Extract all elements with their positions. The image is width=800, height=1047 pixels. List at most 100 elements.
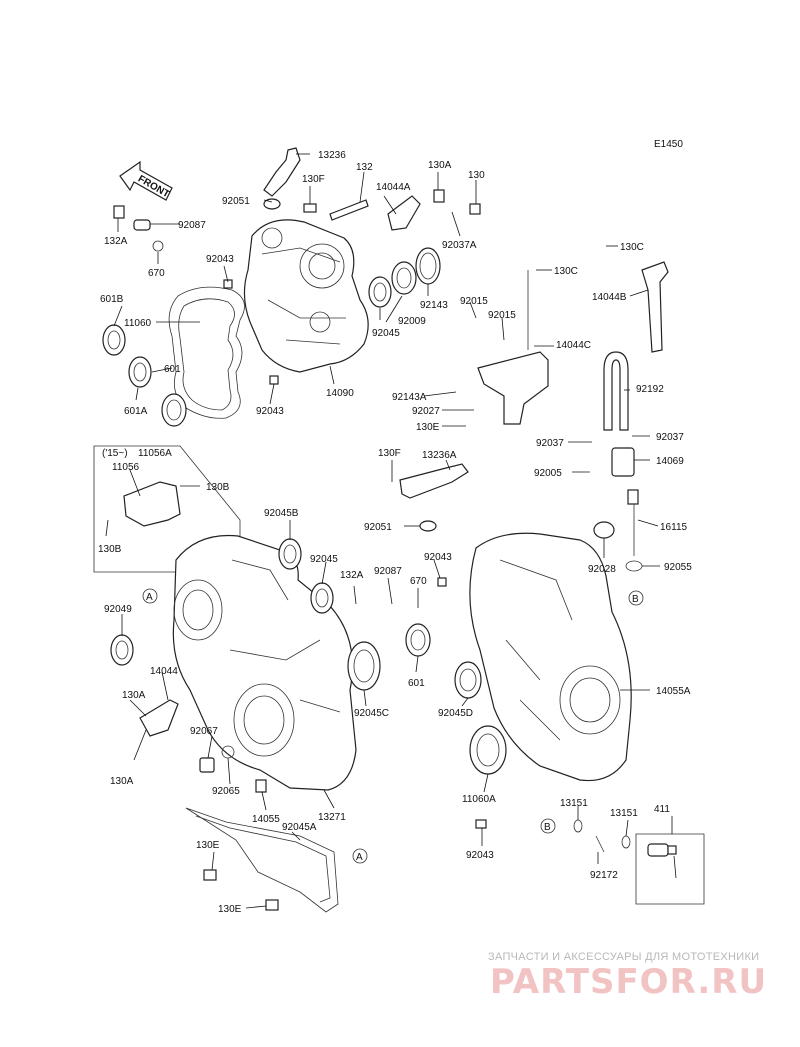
label-14044C: 14044C bbox=[556, 340, 591, 351]
label-130E-a: 130E bbox=[196, 840, 220, 851]
bearing-92045-shape bbox=[368, 276, 392, 308]
label-130D: 14055 bbox=[252, 814, 280, 825]
lever-13236A-shape bbox=[399, 463, 469, 499]
gasket-13271-shape bbox=[185, 807, 339, 913]
label-92051-top: 92051 bbox=[222, 196, 250, 207]
label-92005: 92005 bbox=[534, 468, 562, 479]
label-130A-b: 130A bbox=[122, 690, 146, 701]
bearing-601B-shape bbox=[102, 324, 126, 356]
pin-92043-shape bbox=[223, 279, 487, 829]
clip-411-shape bbox=[595, 835, 605, 853]
label-14055A: 14055A bbox=[656, 686, 691, 697]
label-92043-a: 92043 bbox=[206, 254, 234, 265]
label-130B-a: 130B bbox=[206, 482, 230, 493]
label-411: 92172 bbox=[590, 870, 618, 881]
case-14055-shape bbox=[172, 534, 357, 791]
seal-92049-shape bbox=[110, 634, 134, 666]
label-130C-a: 130C bbox=[620, 242, 644, 253]
washer-92051b-shape bbox=[419, 520, 437, 532]
label-11060A-a: 13151 bbox=[560, 798, 588, 809]
bolt-130E-shape bbox=[203, 869, 279, 911]
label-92067: 92067 bbox=[190, 726, 218, 737]
bolt-132-shape bbox=[329, 199, 369, 221]
label-670-top: 670 bbox=[148, 268, 165, 279]
label-14044A: 14044A bbox=[376, 182, 411, 193]
label-92143A: 92143A bbox=[392, 392, 427, 403]
label-92065: 92065 bbox=[212, 786, 240, 797]
label-130A-c: 130A bbox=[110, 776, 134, 787]
label-92037-b: 92037 bbox=[656, 432, 684, 443]
bracket-14044C-shape bbox=[477, 351, 549, 425]
svg-text:A: A bbox=[356, 852, 363, 863]
label-601-b: 601 bbox=[408, 678, 425, 689]
bolt-130A-shape bbox=[433, 189, 445, 203]
dipstick-16115-shape bbox=[627, 489, 639, 556]
bearing-601A-shape bbox=[161, 393, 187, 427]
label-92045D: 92045D bbox=[438, 708, 473, 719]
label-130F-b: 130F bbox=[378, 448, 401, 459]
inset-note: ('15~) bbox=[102, 448, 128, 459]
bolt-130F-shape bbox=[303, 203, 317, 213]
bearing-601-shape bbox=[128, 356, 152, 388]
label-11056: 11056 bbox=[112, 462, 140, 473]
label-92015-b: 92015 bbox=[488, 310, 516, 321]
label-92027: 92027 bbox=[412, 406, 440, 417]
label-601-top: 601 bbox=[164, 364, 181, 375]
label-92045C: 92045C bbox=[354, 708, 389, 719]
bearing-92045D-shape bbox=[454, 661, 482, 699]
callout-b-lower: B bbox=[540, 818, 556, 834]
label-92009: 92009 bbox=[398, 316, 426, 327]
label-14069: 14069 bbox=[656, 456, 684, 467]
label-11060: 11060 bbox=[124, 318, 152, 329]
bolt-132A-shape bbox=[113, 205, 125, 219]
gasket-11060-inner bbox=[178, 298, 235, 411]
label-132A-b: 132A bbox=[340, 570, 364, 581]
bearing-92045A-shape bbox=[469, 725, 507, 775]
bracket-14044B-shape bbox=[641, 261, 669, 353]
label-92192: 92192 bbox=[636, 384, 664, 395]
label-130E-right: 130E bbox=[416, 422, 440, 433]
bolt-130-shape bbox=[469, 203, 481, 215]
washer-92051-shape bbox=[263, 198, 281, 210]
svg-text:B: B bbox=[544, 822, 551, 833]
label-92045-mid: 92045 bbox=[310, 554, 338, 565]
label-13271: 92045A bbox=[282, 822, 317, 833]
label-92043-c: 92043 bbox=[424, 552, 452, 563]
label-601A: 601A bbox=[124, 406, 148, 417]
label-132: 132 bbox=[356, 162, 373, 173]
bearing-92045-lower-shape bbox=[310, 582, 334, 614]
cover-14090-shape bbox=[243, 219, 369, 373]
bracket-13151-frame bbox=[635, 833, 705, 905]
label-130: 130 bbox=[468, 170, 485, 181]
bearing-601-lower-shape bbox=[405, 623, 431, 657]
label-11060A-b: 13151 bbox=[610, 808, 638, 819]
label-92045-top: 92045 bbox=[372, 328, 400, 339]
gasket-13271-inner bbox=[195, 815, 331, 903]
label-92037-a: 92037 bbox=[536, 438, 564, 449]
label-130F: 130F bbox=[302, 174, 325, 185]
watermark-brand: PARTSFOR.RU bbox=[490, 962, 768, 1002]
label-601B: 601B bbox=[100, 294, 124, 305]
leader-lines bbox=[105, 153, 677, 909]
plug-92067-shape bbox=[199, 757, 215, 773]
diagram-reference-code: E1450 bbox=[654, 139, 683, 150]
oring-92055-shape bbox=[625, 560, 643, 572]
bolt-130D-shape bbox=[255, 779, 267, 793]
label-14090: 14090 bbox=[326, 388, 354, 399]
label-92045A: 11060A bbox=[462, 794, 496, 805]
label-92043-d: 92043 bbox=[466, 850, 494, 861]
label-92051-b: 92051 bbox=[364, 522, 392, 533]
label-92015-a: 92015 bbox=[460, 296, 488, 307]
label-92049: 92049 bbox=[104, 604, 132, 615]
label-13236A: 13236A bbox=[422, 450, 457, 461]
label-130E-b: 130E bbox=[218, 904, 242, 915]
label-92087-top: 92087 bbox=[178, 220, 206, 231]
watermark-subtitle: ЗАПЧАСТИ И АКСЕССУАРЫ ДЛЯ МОТОТЕХНИКИ bbox=[488, 951, 760, 963]
bracket-14044-shape bbox=[139, 699, 179, 737]
label-130A-top: 130A bbox=[428, 160, 452, 171]
label-92143: 92143 bbox=[420, 300, 448, 311]
lever-13236-shape bbox=[263, 147, 301, 197]
svg-text:B: B bbox=[632, 594, 639, 605]
label-92055: 92055 bbox=[664, 562, 692, 573]
